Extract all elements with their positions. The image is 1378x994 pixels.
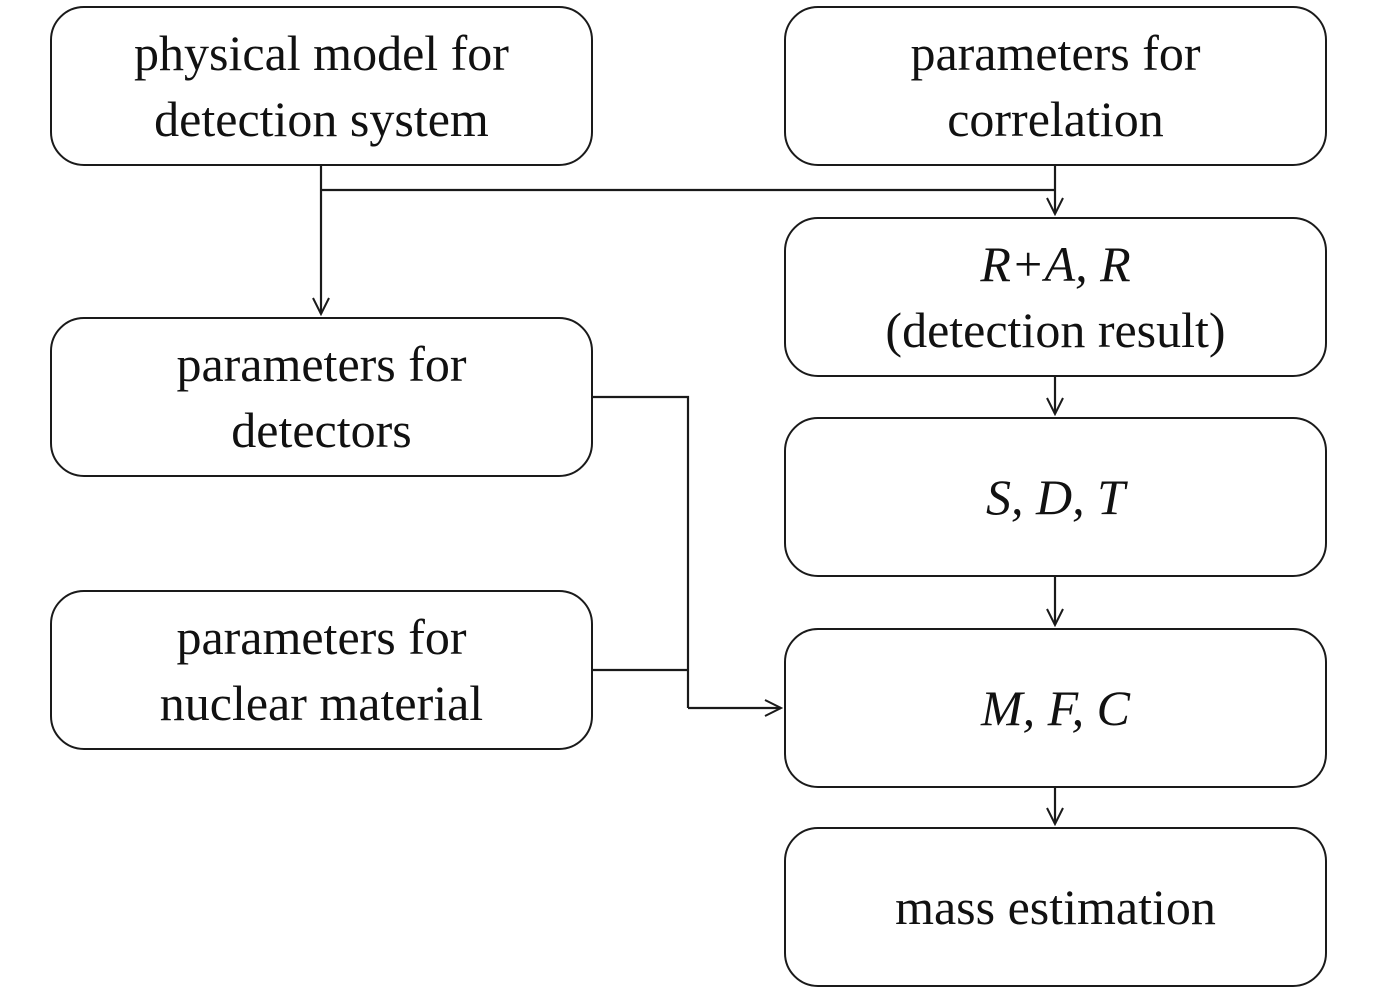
mass-estimation-box: mass estimation — [784, 827, 1327, 987]
physical-model-line1: physical model for — [134, 25, 509, 81]
nuclear-material-line2: nuclear material — [159, 675, 484, 731]
mfc-box: M, F, C — [784, 628, 1327, 788]
nuclear-material-params-box: parameters for nuclear material — [50, 590, 593, 750]
detection-result-box: R+A, R (detection result) — [784, 217, 1327, 377]
physical-model-line2: detection system — [154, 91, 489, 147]
correlation-line2: correlation — [947, 91, 1164, 147]
line-detectors-to-mfc — [593, 395, 690, 708]
physical-model-box: physical model for detection system — [50, 6, 593, 166]
sdt-label: S, D, T — [986, 469, 1125, 525]
detectors-line1: parameters for — [176, 336, 467, 392]
detection-result-line1: R+A, R — [980, 236, 1131, 292]
sdt-box: S, D, T — [784, 417, 1327, 577]
correlation-line1: parameters for — [910, 25, 1201, 81]
detection-result-line2: (detection result) — [885, 302, 1226, 358]
detectors-params-box: parameters for detectors — [50, 317, 593, 477]
correlation-params-box: parameters for correlation — [784, 6, 1327, 166]
detectors-line2: detectors — [231, 402, 412, 458]
mass-estimation-label: mass estimation — [895, 879, 1216, 935]
mfc-label: M, F, C — [980, 680, 1131, 736]
nuclear-material-line1: parameters for — [176, 609, 467, 665]
